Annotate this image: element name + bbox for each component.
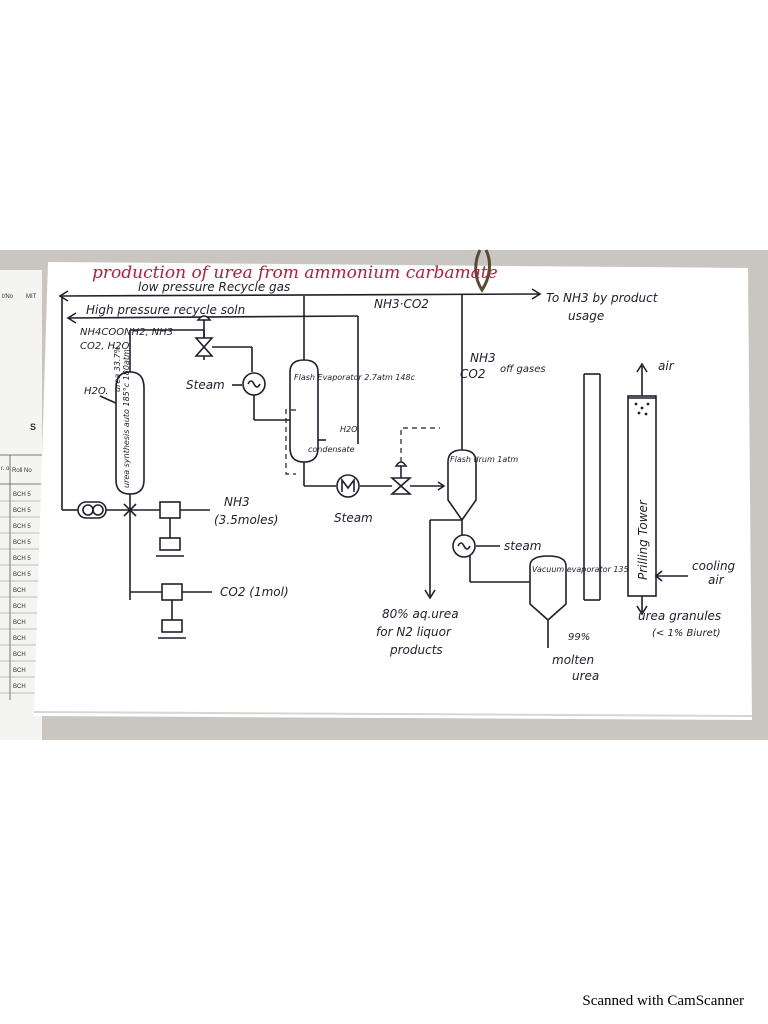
feed-composition: NH4COONH2, NH3: [80, 327, 173, 338]
top-margin: [0, 0, 768, 250]
offgas-label: off gases: [500, 364, 546, 375]
side-row-9: BCH: [13, 636, 26, 642]
control-valve-1: [194, 315, 214, 357]
to-nh3-label: To NH3 by product: [546, 291, 659, 305]
h2o-feed-label: H2O.: [84, 386, 109, 397]
side-col-1: r. o.: [1, 466, 11, 472]
drawing-sheet: [34, 262, 752, 720]
side-row-5: BCH 5: [13, 572, 31, 578]
nh3-co2-label: NH3·CO2: [374, 297, 429, 311]
side-row-4: BCH 5: [13, 556, 31, 562]
flash-evap-label: Flash Evaporator 2.7atm 148c: [294, 373, 416, 382]
offgas-co2: CO2: [460, 367, 485, 381]
aq-urea-label-1: 80% aq.urea: [382, 607, 459, 621]
binding-string: [474, 249, 491, 293]
heat-exchanger-2: [452, 534, 476, 558]
nh3-feed-label: NH3: [224, 495, 250, 509]
heat-exchanger-1: [242, 372, 266, 396]
steam-label-2: Steam: [334, 511, 373, 525]
side-row-12: BCH: [13, 684, 26, 690]
aq-urea-label-2: for N2 liquor: [376, 625, 452, 639]
air-label: air: [658, 359, 675, 373]
cooling-label-1: cooling: [692, 559, 736, 573]
side-row-6: BCH: [13, 588, 26, 594]
aq-urea-label-3: products: [389, 643, 443, 657]
control-valve-2: [389, 461, 413, 495]
side-letter: S: [30, 422, 36, 432]
side-rows: BCH 5 BCH 5 BCH 5 BCH 5 BCH 5 BCH 5 BCH BCH BCH B…: [0, 492, 42, 694]
side-row-3: BCH 5: [13, 540, 31, 546]
side-row-10: BCH: [13, 652, 26, 658]
co2-feed-label: CO2 (1mol): [220, 585, 289, 599]
prilling-tower: Prilling Tower: [627, 395, 657, 597]
h2o-condensate-label: H2O: [340, 425, 357, 434]
reactor-urea-label: urea 33.7%: [113, 346, 122, 392]
side-row-2: BCH 5: [13, 524, 31, 530]
granules-label-1: urea granules: [638, 609, 721, 623]
hp-recycle-label: High pressure recycle soln: [86, 303, 245, 317]
flash-drum-label: Flash drum 1atm: [450, 455, 518, 464]
prilling-tower-label: Prilling Tower: [636, 499, 650, 580]
recycle-compressor: [77, 501, 107, 519]
low-pressure-recycle-line: [61, 293, 541, 297]
offgas-nh3: NH3: [470, 351, 496, 365]
side-header-1: t/No: [2, 294, 14, 300]
low-pressure-recycle-label: low pressure Recycle gas: [138, 280, 290, 294]
side-sheet-paper: [0, 270, 42, 740]
side-row-1: BCH 5: [13, 508, 31, 514]
side-row-7: BCH: [13, 604, 26, 610]
hp-recycle-line: [67, 315, 359, 319]
purity-99-label: 99%: [568, 632, 590, 643]
granules-label-2: (< 1% Biuret): [652, 628, 721, 639]
to-nh3-label-2: usage: [568, 309, 604, 323]
steam-label-3: steam: [504, 539, 541, 553]
reactor-label: urea synthesis auto 185°c 180atm: [122, 349, 131, 488]
feed-composition-2: CO2, H2O.: [80, 341, 132, 352]
side-header-2: MIT: [26, 294, 37, 300]
condensate-label: condensate: [308, 445, 355, 454]
side-row-0: BCH 5: [13, 492, 31, 498]
molten-urea-label-2: urea: [572, 669, 599, 683]
molten-urea-label-1: molten: [552, 653, 594, 667]
nh3-feed-pump: [156, 501, 184, 557]
cooling-label-2: air: [708, 573, 725, 587]
flash-evaporator: Flash Evaporator 2.7atm 148c: [289, 359, 416, 463]
side-row-8: BCH: [13, 620, 26, 626]
urea-reactor: urea synthesis auto 185°c 180atm urea 33…: [113, 346, 145, 495]
side-row-11: BCH: [13, 668, 26, 674]
steam-label-1: Steam: [186, 378, 225, 392]
pump-1: [336, 474, 360, 498]
nh3-moles-label: (3.5moles): [214, 513, 278, 527]
diagram-title: production of urea from ammonium carbama…: [92, 263, 498, 283]
bottom-margin: [0, 740, 768, 1024]
scanner-watermark: Scanned with CamScanner: [582, 993, 744, 1009]
side-col-2: Roll No: [12, 468, 32, 474]
flash-drum: Flash drum 1atm: [447, 449, 518, 522]
